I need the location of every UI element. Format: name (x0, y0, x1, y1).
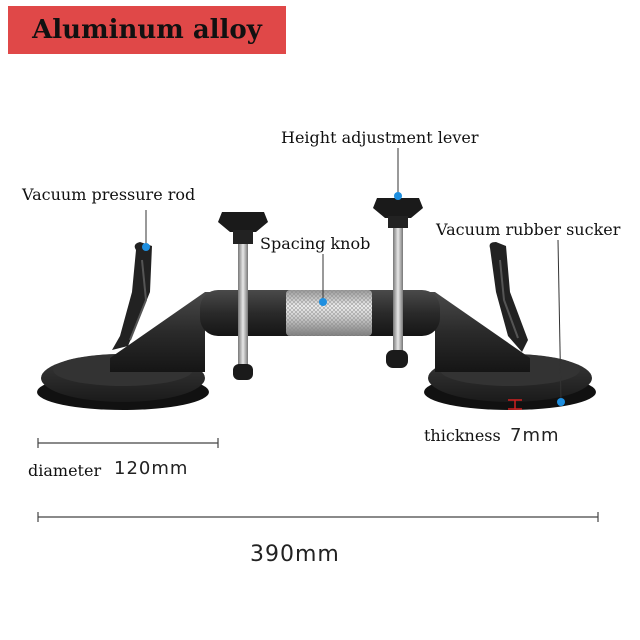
callout-rubber-sucker: Vacuum rubber sucker (436, 220, 621, 239)
thickness-label: thickness (424, 426, 501, 445)
callout-pressure-rod: Vacuum pressure rod (22, 185, 196, 204)
diameter-value: 120mm (114, 458, 189, 479)
callout-pointers (142, 148, 565, 410)
right-pressure-lever (489, 242, 528, 352)
diameter-label: diameter (28, 461, 102, 480)
callout-height-lever: Height adjustment lever (281, 128, 479, 147)
diameter-dimension-line (37, 438, 219, 448)
product-banner: Aluminum alloy (8, 6, 286, 54)
thickness-value: 7mm (510, 425, 560, 446)
left-pressure-lever (112, 242, 152, 350)
left-screw-assembly (218, 212, 268, 380)
length-dimension-line (37, 512, 599, 522)
total-length-value: 390mm (250, 542, 340, 567)
spacing-knob-sleeve (286, 290, 372, 336)
banner-title: Aluminum alloy (32, 15, 262, 45)
right-screw-assembly (373, 198, 423, 368)
callout-spacing-knob: Spacing knob (260, 234, 371, 253)
